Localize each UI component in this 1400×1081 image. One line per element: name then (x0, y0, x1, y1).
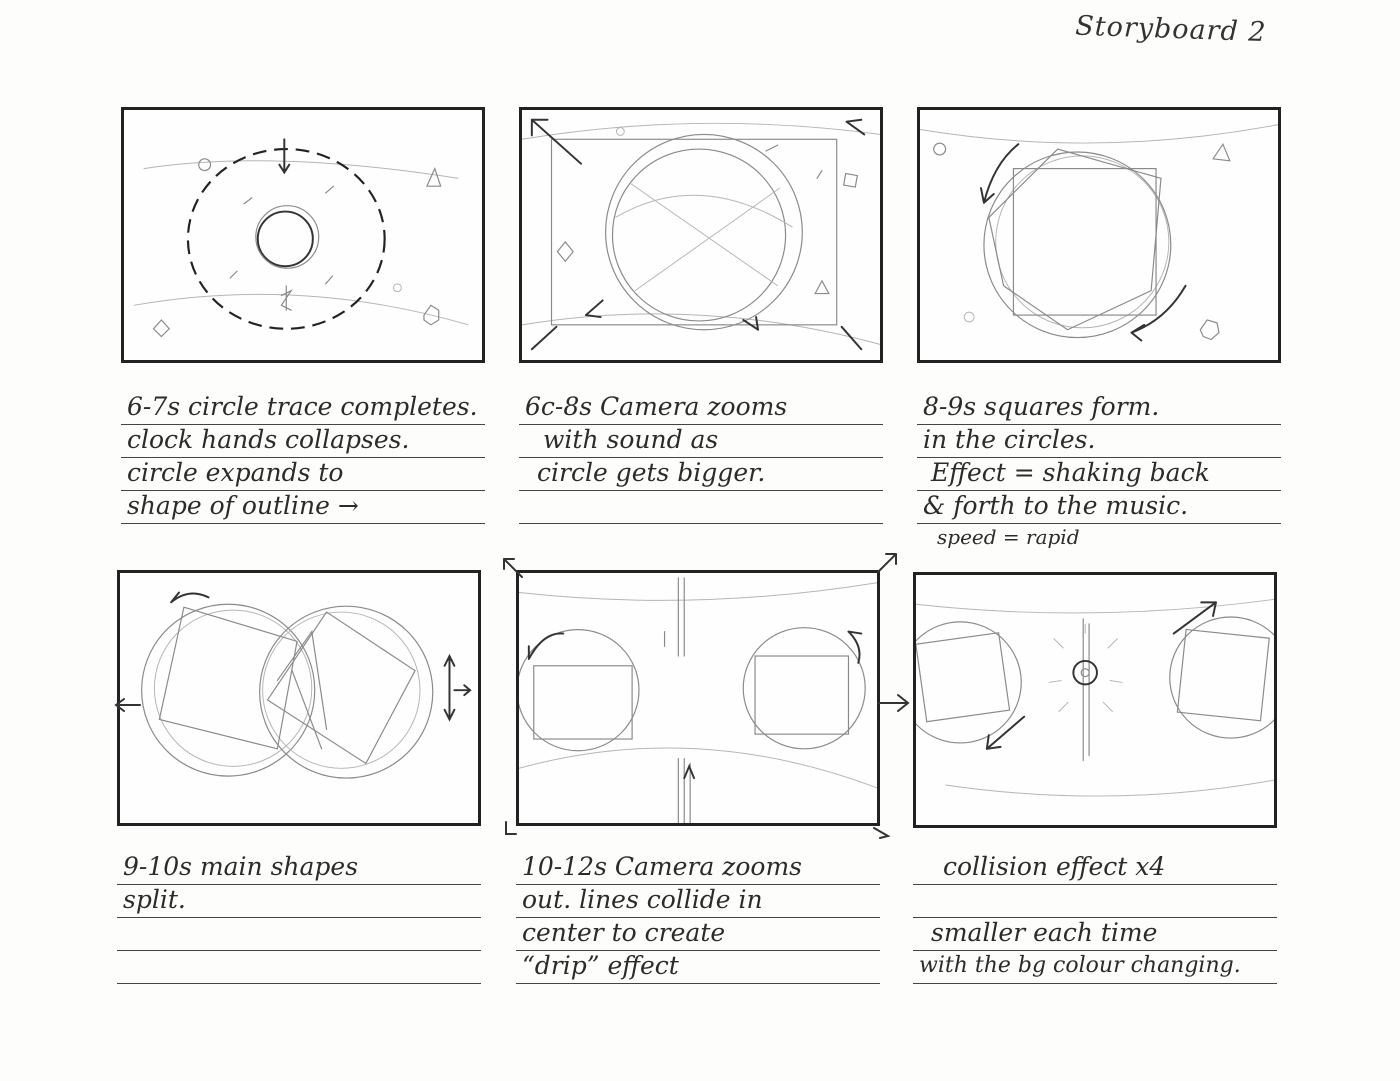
sketch-panel-5 (519, 573, 877, 823)
caption-line: circle gets bigger. (519, 458, 883, 491)
corner-arrow-top-left (500, 555, 524, 579)
caption-panel-5: 10-12s Camera zooms out. lines collide i… (516, 852, 880, 984)
caption-line: smaller each time (913, 918, 1277, 951)
sketch-panel-6 (916, 575, 1274, 825)
arrow-right-mark (876, 690, 912, 716)
caption-panel-1: 6-7s circle trace completes. clock hands… (121, 392, 485, 524)
sketch-panel-2 (522, 110, 880, 360)
caption-note: speed = rapid (917, 524, 1281, 550)
storyboard-frame-4 (117, 570, 481, 826)
caption-line: out. lines collide in (516, 885, 880, 918)
caption-line (117, 918, 481, 951)
caption-line: split. (117, 885, 481, 918)
caption-line: 10-12s Camera zooms (516, 852, 880, 885)
caption-line: collision effect x4 (913, 852, 1277, 885)
caption-line: with the bg colour changing. (913, 951, 1277, 984)
caption-panel-2: 6c-8s Camera zooms with sound as circle … (519, 392, 883, 524)
storyboard-frame-2 (519, 107, 883, 363)
caption-line: center to create (516, 918, 880, 951)
caption-line (913, 885, 1277, 918)
caption-line (117, 951, 481, 984)
caption-line: circle expands to (121, 458, 485, 491)
caption-panel-4: 9-10s main shapes split. (117, 852, 481, 984)
caption-line: “drip” effect (516, 951, 880, 984)
caption-line: 9-10s main shapes (117, 852, 481, 885)
storyboard-frame-1 (121, 107, 485, 363)
caption-line: shape of outline → (121, 491, 485, 524)
caption-line (519, 491, 883, 524)
caption-line: with sound as (519, 425, 883, 458)
caption-line: 8-9s squares form. (917, 392, 1281, 425)
storyboard-frame-5 (516, 570, 880, 826)
corner-mark-bottom-left (502, 818, 522, 838)
arrow-left-mark (112, 695, 142, 715)
sketch-panel-1 (124, 110, 482, 360)
caption-line: Effect = shaking back (917, 458, 1281, 491)
storyboard-frame-3 (917, 107, 1281, 363)
caption-line: 6c-8s Camera zooms (519, 392, 883, 425)
page-title: Storyboard 2 (1074, 11, 1275, 62)
caption-line: & forth to the music. (917, 491, 1281, 524)
caption-line: 6-7s circle trace completes. (121, 392, 485, 425)
caption-line: in the circles. (917, 425, 1281, 458)
caption-panel-6: collision effect x4 smaller each time wi… (913, 852, 1277, 984)
corner-mark-bottom-right (870, 822, 894, 842)
storyboard-frame-6 (913, 572, 1277, 828)
caption-panel-3: 8-9s squares form. in the circles. Effec… (917, 392, 1281, 550)
corner-arrow-top-right (874, 550, 900, 576)
sketch-panel-3 (920, 110, 1278, 360)
sketch-panel-4 (120, 573, 478, 823)
caption-line: clock hands collapses. (121, 425, 485, 458)
